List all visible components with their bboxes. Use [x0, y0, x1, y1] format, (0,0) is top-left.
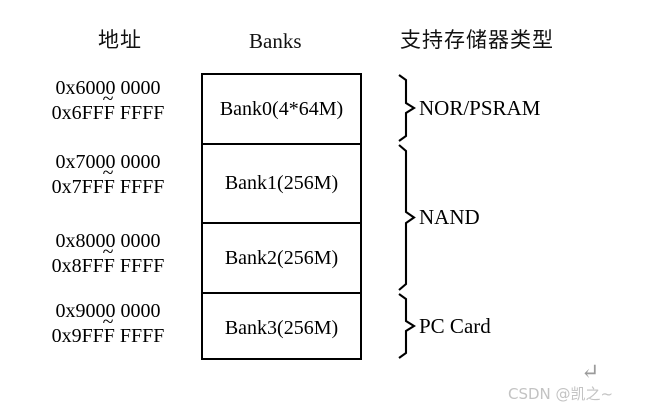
address-range-bank2: 0x8000 0000 ~ 0x8FFF FFFF — [18, 229, 198, 279]
curly-brace-icon — [398, 74, 416, 142]
bank-label: Bank1(256M) — [224, 172, 339, 194]
memory-type-group-nand: NAND — [396, 143, 480, 292]
column-header-memory-types: 支持存储器类型 — [400, 28, 554, 52]
carriage-return-icon: ↵ — [581, 359, 600, 384]
bank-cell-3: Bank3(256M) — [203, 294, 360, 362]
address-end: 0x8FFF FFFF — [51, 255, 165, 277]
watermark-text: CSDN @凯之~ — [508, 385, 614, 403]
bank-cell-0: Bank0(4*64M) — [203, 75, 360, 145]
bank-cell-1: Bank1(256M) — [203, 145, 360, 224]
address-range-bank3: 0x9000 0000 ~ 0x9FFF FFFF — [18, 299, 198, 349]
bank-cell-2: Bank2(256M) — [203, 224, 360, 294]
address-start: 0x6000 0000 — [55, 77, 161, 99]
memory-type-group-pc-card: PC Card — [396, 292, 491, 360]
address-end: 0x6FFF FFFF — [51, 102, 165, 124]
bank-label: Bank0(4*64M) — [219, 97, 344, 120]
curly-brace-icon — [398, 293, 416, 359]
bank-label: Bank3(256M) — [224, 316, 339, 339]
address-start: 0x7000 0000 — [55, 151, 161, 173]
address-end: 0x9FFF FFFF — [51, 325, 165, 347]
address-range-bank1: 0x7000 0000 ~ 0x7FFF FFFF — [18, 150, 198, 200]
address-range-bank0: 0x6000 0000 ~ 0x6FFF FFFF — [18, 76, 198, 126]
memory-type-group-nor-psram: NOR/PSRAM — [396, 73, 540, 143]
memory-type-label: NAND — [419, 205, 480, 229]
address-end: 0x7FFF FFFF — [51, 176, 165, 198]
column-header-banks: Banks — [249, 29, 302, 53]
address-start: 0x8000 0000 — [55, 230, 161, 252]
bank-label: Bank2(256M) — [224, 246, 339, 269]
memory-type-label: NOR/PSRAM — [419, 95, 541, 120]
address-start: 0x9000 0000 — [55, 300, 161, 322]
banks-table: Bank0(4*64M) Bank1(256M) Bank2(256M) Ban… — [201, 73, 362, 360]
curly-brace-icon — [398, 144, 416, 291]
column-header-address: 地址 — [98, 28, 142, 52]
memory-type-label: PC Card — [419, 313, 491, 338]
